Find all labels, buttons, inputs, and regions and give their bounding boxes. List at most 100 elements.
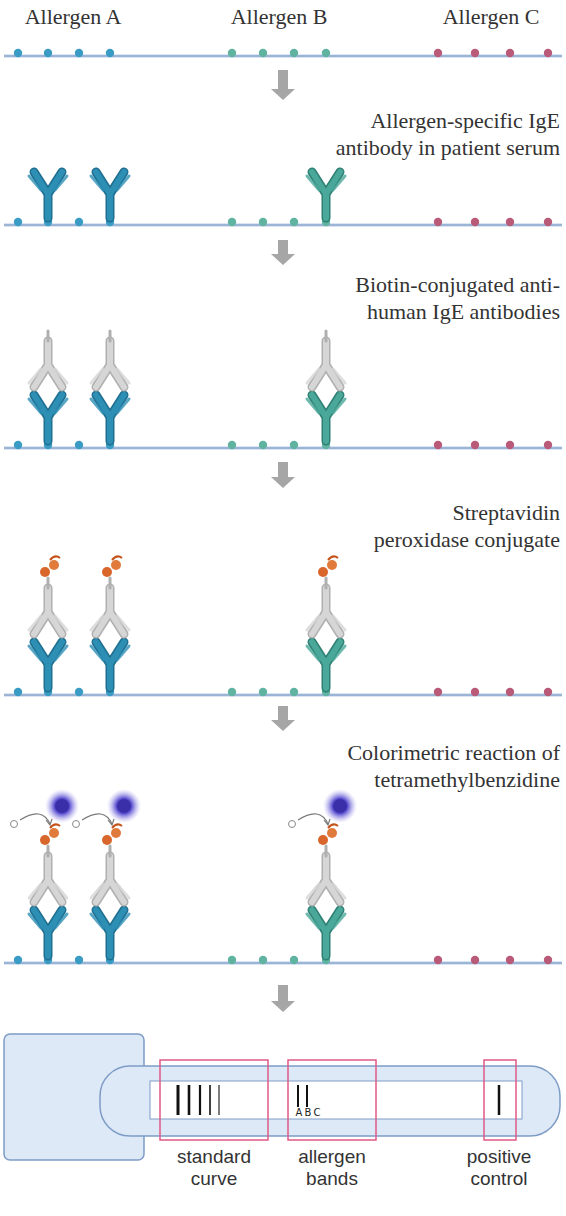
enzyme-detail <box>112 824 122 828</box>
allergen-dot <box>322 49 330 57</box>
tmb-product <box>117 799 131 813</box>
streptavidin <box>102 835 112 845</box>
anti-ige-antibody <box>307 588 345 634</box>
allergen-dot <box>290 441 298 449</box>
ige-antibody <box>91 642 129 688</box>
allergen-name: Allergen C <box>426 4 556 31</box>
ige-antibody <box>29 910 67 956</box>
allergen-dot <box>471 441 479 449</box>
standard-band <box>177 1085 180 1115</box>
allergen-name: Allergen B <box>214 4 344 31</box>
allergen-dot <box>434 956 442 964</box>
ige-antibody <box>91 395 129 441</box>
streptavidin <box>40 567 50 577</box>
ige-antibody <box>307 172 345 218</box>
allergen-dot <box>506 218 514 226</box>
allergen-dot <box>228 956 236 964</box>
region-label: positive control <box>436 1146 562 1190</box>
enzyme-detail <box>328 824 338 828</box>
solid-phase-edge <box>4 448 562 449</box>
streptavidin <box>40 835 50 845</box>
region-label: standard curve <box>164 1146 264 1190</box>
peroxidase <box>49 560 59 570</box>
region-frame <box>288 1060 376 1140</box>
biotin-linker <box>325 331 328 341</box>
step-arrow <box>271 706 295 731</box>
standard-band <box>199 1085 201 1115</box>
allergen-name: Allergen A <box>8 4 138 31</box>
anti-ige-antibody <box>29 856 67 902</box>
step-label: Biotin-conjugated anti-human IgE antibod… <box>330 272 560 326</box>
enzyme-detail <box>112 556 122 560</box>
allergen-dot <box>290 956 298 964</box>
tmb-product-glow <box>323 789 357 823</box>
anti-ige-antibody <box>307 856 345 902</box>
allergen-dot <box>434 218 442 226</box>
enzyme-detail <box>50 824 60 828</box>
tmb-substrate <box>289 821 296 828</box>
reaction-arrow-head <box>46 819 52 825</box>
allergen-dot <box>259 49 267 57</box>
solid-phase-edge <box>4 695 562 696</box>
step-label: Allergen-specific IgE antibody in patien… <box>330 108 560 162</box>
allergen-dot <box>506 688 514 696</box>
streptavidin <box>102 567 112 577</box>
ige-antibody <box>91 910 129 956</box>
ige-antibody <box>307 642 345 688</box>
allergen-dot <box>75 688 83 696</box>
step-arrow <box>271 985 295 1012</box>
allergen-dot <box>290 49 298 57</box>
standard-band <box>188 1085 191 1115</box>
allergen-dot <box>14 956 22 964</box>
standard-band <box>218 1085 219 1115</box>
allergen-dot <box>75 49 83 57</box>
allergen-dot <box>471 49 479 57</box>
reaction-arrow <box>20 814 50 824</box>
step-arrow <box>271 240 295 265</box>
allergen-dot <box>228 49 236 57</box>
peroxidase <box>111 560 121 570</box>
allergen-dot <box>14 218 22 226</box>
ige-antibody <box>307 395 345 441</box>
allergen-dot <box>544 218 552 226</box>
biotin-linker <box>325 846 328 856</box>
allergen-dot <box>506 49 514 57</box>
biotin-linker <box>47 846 50 856</box>
streptavidin <box>318 567 328 577</box>
allergen-dot <box>259 218 267 226</box>
ige-antibody <box>307 910 345 956</box>
tmb-substrate <box>73 821 80 828</box>
allergen-dot <box>471 218 479 226</box>
peroxidase <box>327 828 337 838</box>
region-label: allergen bands <box>276 1146 388 1190</box>
allergen-dot <box>75 441 83 449</box>
biotin-linker <box>325 578 328 588</box>
allergen-dot <box>506 441 514 449</box>
allergen-dot <box>259 956 267 964</box>
allergen-dot <box>434 441 442 449</box>
allergen-dot <box>471 688 479 696</box>
allergen-band <box>297 1085 299 1107</box>
allergen-dot <box>228 441 236 449</box>
allergen-dot <box>544 688 552 696</box>
standard-band <box>209 1085 211 1115</box>
allergen-dot <box>544 49 552 57</box>
anti-ige-antibody <box>307 341 345 387</box>
anti-ige-antibody <box>29 588 67 634</box>
step-arrow <box>271 70 295 100</box>
allergen-dot <box>544 441 552 449</box>
reaction-arrow-head <box>108 819 114 825</box>
allergen-dot <box>434 688 442 696</box>
allergen-dot <box>228 688 236 696</box>
allergen-dot <box>506 956 514 964</box>
enzyme-detail <box>328 556 338 560</box>
biotin-linker <box>109 578 112 588</box>
biotin-linker <box>47 331 50 341</box>
step-label: Streptavidin peroxidase conjugate <box>360 500 560 554</box>
anti-ige-antibody <box>91 341 129 387</box>
biotin-linker <box>47 578 50 588</box>
allergen-dot <box>259 441 267 449</box>
allergen-dot <box>471 956 479 964</box>
enzyme-detail <box>50 556 60 560</box>
